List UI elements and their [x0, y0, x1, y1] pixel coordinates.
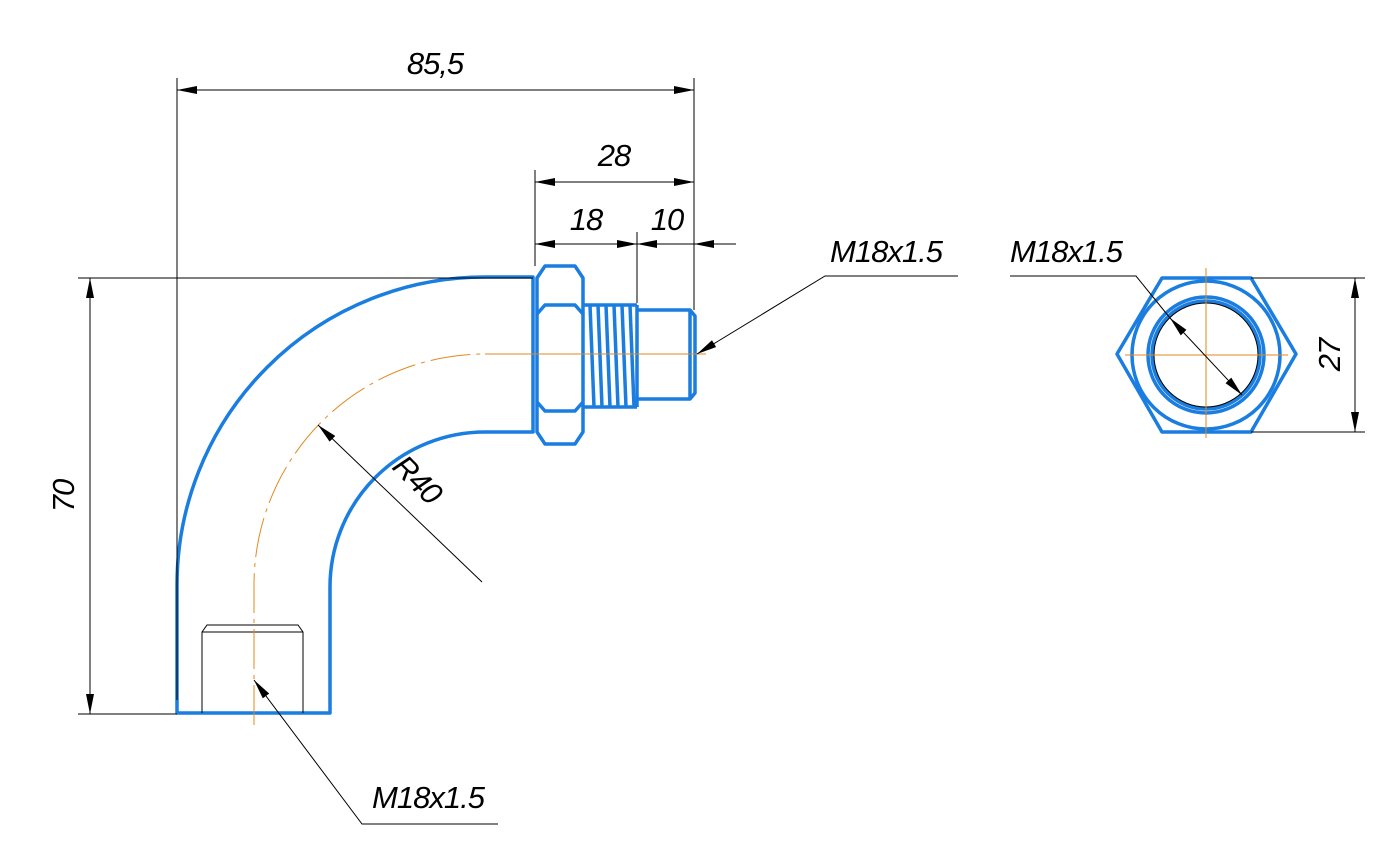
callout-thread-side: M18x1.5: [830, 234, 944, 269]
dim-bend-radius: R40: [386, 448, 449, 511]
hex-nut-side: [535, 264, 585, 446]
dim-fitting-length: 28: [597, 138, 632, 173]
elbow-pipe: [175, 275, 535, 725]
end-view-dimensions: [1010, 275, 1365, 433]
hex-end-view: [1115, 268, 1298, 438]
dim-shank-length: 10: [651, 202, 684, 237]
callout-thread-end-view: M18x1.5: [1010, 234, 1124, 269]
dim-hex-across-flats: 27: [1312, 336, 1347, 372]
bend-centerline: [253, 353, 533, 725]
internal-thread-bottom: [201, 624, 304, 713]
dim-hex-length: 18: [570, 202, 604, 237]
callout-thread-bottom: M18x1.5: [372, 780, 486, 815]
thread-section: [583, 303, 639, 409]
dim-height: 70: [46, 479, 81, 512]
dimension-lines: [78, 78, 958, 825]
dim-overall-length: 85,5: [407, 46, 465, 81]
